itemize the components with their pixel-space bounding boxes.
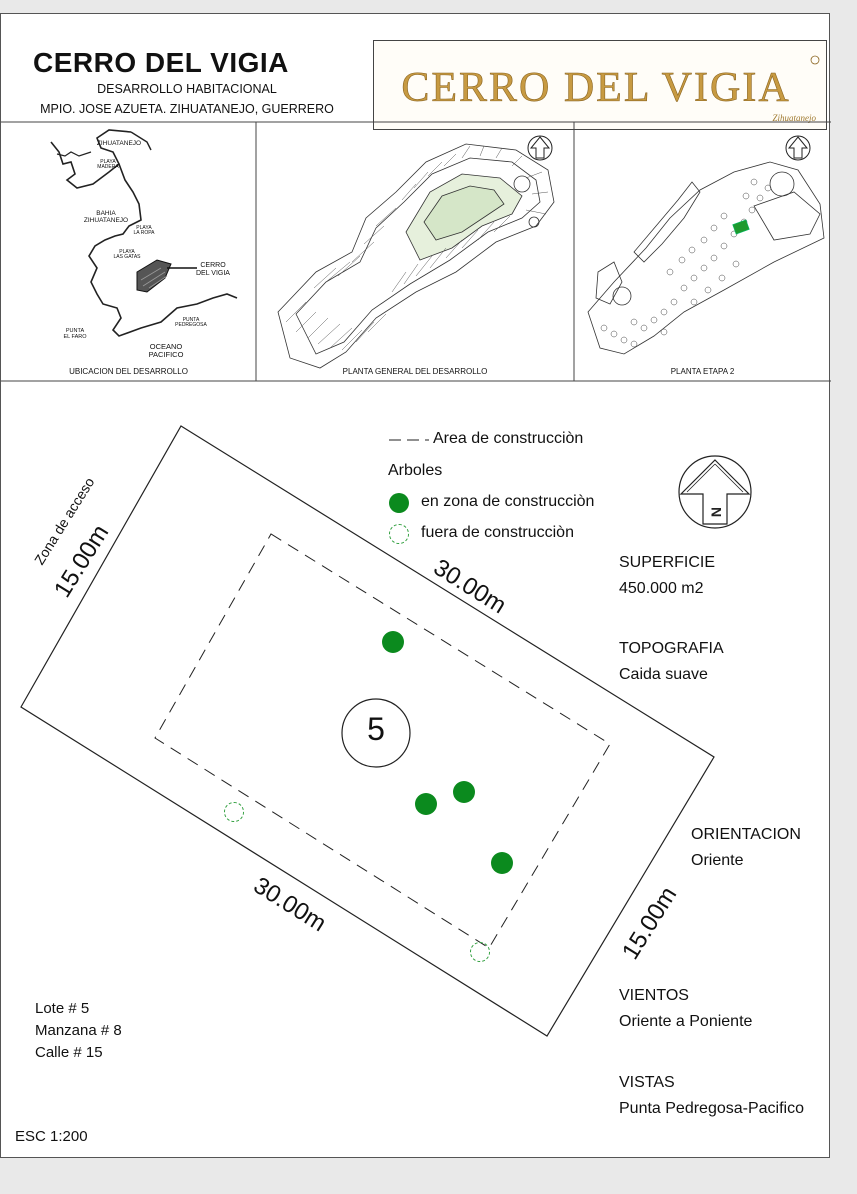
- lot-info-block: Lote # 5 Manzana # 8 Calle # 15: [35, 998, 122, 1064]
- location-map-caption: UBICACION DEL DESARROLLO: [69, 367, 188, 376]
- general-plan-drawing: [277, 143, 555, 369]
- page-subtitle: DESARROLLO HABITACIONAL: [97, 82, 277, 96]
- orientacion-block: ORIENTACION Oriente: [691, 822, 801, 874]
- location-text: MPIO. JOSE AZUETA. ZIHUATANEJO, GUERRERO: [40, 102, 334, 116]
- legend-in-zone: en zona de construcciòn: [421, 493, 595, 510]
- lot-number: 5: [367, 711, 385, 747]
- north-icon-small: [527, 135, 553, 161]
- legend-out-zone: fuera de construcciòn: [421, 524, 574, 541]
- tree-in-zone: [415, 793, 437, 815]
- stage-plan-drawing: [587, 161, 825, 355]
- tree-in-zone: [453, 781, 475, 803]
- tree-in-zone: [382, 631, 404, 653]
- tree-in-zone: [491, 852, 513, 874]
- lot-plan: [20, 425, 715, 1037]
- topografia-block: TOPOGRAFIA Caida suave: [619, 636, 724, 688]
- tree-filled-icon: [389, 493, 409, 513]
- brand-logo: CERRO DEL VIGIA Zihuatanejo: [373, 40, 827, 130]
- highlighted-lot: [732, 219, 750, 235]
- stage-plan-caption: PLANTA ETAPA 2: [670, 367, 735, 376]
- topografia-label: TOPOGRAFIA: [619, 640, 724, 657]
- logo-subtext: Zihuatanejo: [772, 113, 816, 123]
- vistas-block: VISTAS Punta Pedregosa-Pacifico: [619, 1070, 804, 1122]
- north-icon-small-2: [785, 135, 811, 161]
- topografia-value: Caida suave: [619, 666, 708, 683]
- calle-text: Calle # 15: [35, 1044, 103, 1061]
- manzana-text: Manzana # 8: [35, 1022, 122, 1039]
- lot-boundary: [20, 425, 715, 1037]
- vientos-label: VIENTOS: [619, 987, 689, 1004]
- label-zihuatanejo: ZIHUATANEJO: [96, 140, 142, 147]
- orientacion-value: Oriente: [691, 852, 744, 869]
- superficie-value: 450.000 m2: [619, 580, 704, 597]
- page-title: CERRO DEL VIGIA: [33, 47, 289, 78]
- general-plan-caption: PLANTA GENERAL DEL DESARROLLO: [342, 367, 488, 376]
- frame-lines: [1, 121, 831, 382]
- tree-outline-icon: [389, 524, 409, 544]
- legend-area-label: Area de construcciòn: [433, 430, 584, 447]
- legend-trees-title: Arboles: [388, 462, 443, 479]
- logo-text: CERRO DEL VIGIA: [401, 65, 790, 111]
- dashed-line-icon: [389, 439, 429, 441]
- north-letter: N: [708, 507, 724, 517]
- scale-text: ESC 1:200: [15, 1128, 88, 1145]
- vistas-label: VISTAS: [619, 1074, 675, 1091]
- lote-text: Lote # 5: [35, 1000, 90, 1017]
- superficie-label: SUPERFICIE: [619, 554, 716, 571]
- north-arrow-icon: N: [678, 455, 752, 529]
- vistas-value: Punta Pedregosa-Pacifico: [619, 1100, 804, 1117]
- tree-out-zone: [470, 942, 490, 962]
- plan-sheet: CERRO DEL VIGIA DESARROLLO HABITACIONAL …: [0, 13, 831, 1158]
- superficie-block: SUPERFICIE 450.000 m2: [619, 550, 715, 602]
- tree-out-zone: [224, 802, 244, 822]
- coastline-map: [50, 129, 238, 337]
- vientos-value: Oriente a Poniente: [619, 1013, 753, 1030]
- orientacion-label: ORIENTACION: [691, 826, 801, 843]
- vientos-block: VIENTOS Oriente a Poniente: [619, 983, 752, 1035]
- construction-area: [154, 533, 611, 949]
- lot-number-circle: [341, 698, 411, 768]
- stage-plan-panel: PLANTA ETAPA 2: [574, 122, 831, 381]
- general-plan-panel: PLANTA GENERAL DEL DESARROLLO: [256, 122, 574, 381]
